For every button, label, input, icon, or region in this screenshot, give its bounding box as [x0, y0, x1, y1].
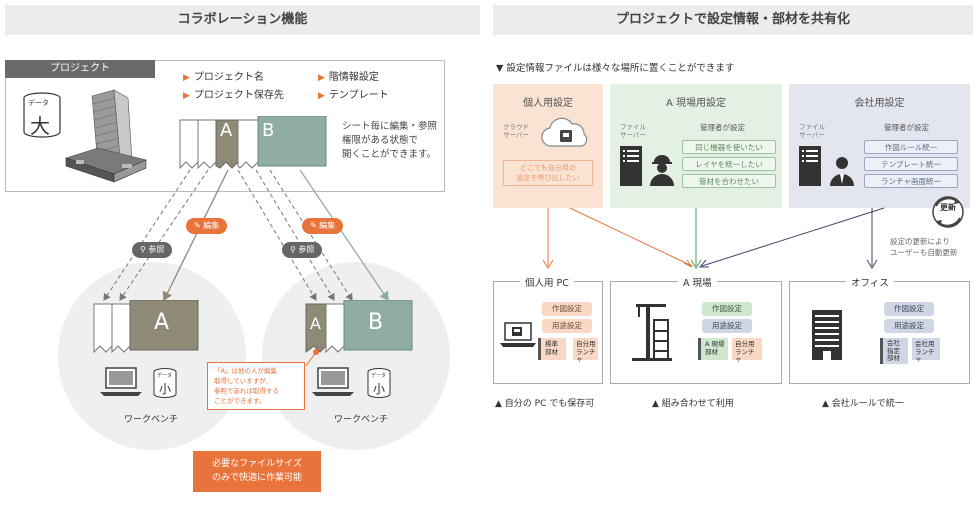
edit-badge-right: ✎ 編集 [302, 218, 344, 234]
left-panel-header: コラボレーション機能 [5, 5, 480, 35]
workbench-a-label: A [154, 310, 170, 335]
workbench-label-left: ワークベンチ [124, 415, 179, 425]
data-small-tag-left: データ [157, 373, 173, 379]
personal-note: どこでも自分用の 設定を呼び出したい [503, 160, 593, 186]
right-panel-header: プロジェクトで設定情報・部材を共有化 [493, 5, 973, 35]
distribution-arrows [542, 207, 885, 269]
personal-settings-title: 個人用設定 [523, 98, 573, 109]
workbench-label-right: ワークベンチ [334, 415, 389, 425]
workbench-circle-left [58, 262, 246, 450]
company-admin-label: 管理者が設定 [884, 123, 929, 132]
genba-tag-parts: A 現場 部材 [698, 338, 728, 360]
note-box: 「A」は他の人が編集 取得していますが、 参照であれば取得する ことができます。 [207, 362, 305, 410]
company-file-server-label: ファイル サーバー [799, 123, 825, 139]
building-model-illustration [65, 89, 147, 183]
data-small-char-right: 小 [373, 382, 386, 396]
feature-floor-settings: ▶階情報設定 [318, 72, 379, 83]
ref-badge-left: ⚲ 参照 [132, 242, 173, 258]
sheet-stack [179, 116, 327, 170]
office-pill-drawing: 作図設定 [884, 302, 934, 316]
office-tag-parts: 会社 指定 部材 [880, 338, 908, 364]
office-pill-usage: 用途設定 [884, 319, 934, 333]
note-pointer [305, 349, 319, 367]
feature-template: ▶テンプレート [318, 90, 389, 101]
pc-caption: ▲ 自分の PC でも保存可 [495, 399, 595, 409]
collab-arrows [103, 169, 389, 302]
site-file-server-label: ファイル サーバー [620, 123, 646, 139]
sheet-description: シート毎に編集・参照 権限がある状態で 開くことができます。 [342, 121, 438, 160]
data-small-icon-right [367, 368, 391, 398]
site-admin-label: 管理者が設定 [700, 123, 745, 132]
sheet-b-label: B [262, 120, 275, 141]
office-caption: ▲ 会社ルールで統一 [822, 399, 904, 409]
server-icon-site [620, 146, 642, 186]
pc-pill-drawing: 作図設定 [542, 302, 592, 316]
office-tag-launcher: 会社用 ランチャ [912, 338, 940, 363]
office-building-icon [812, 310, 842, 360]
site-chip-pipes: 管材を合わせたい [682, 174, 776, 188]
update-note: 設定の更新により ユーザーも自動更新 [890, 237, 958, 257]
data-small-char-left: 小 [159, 382, 172, 396]
workbench-b-sheets [305, 300, 413, 354]
genba-pill-usage: 用途設定 [702, 319, 752, 333]
feature-project-name: ▶プロジェクト名 [183, 72, 264, 83]
pc-box-title: 個人用 PC [520, 275, 574, 289]
data-large-icon [23, 92, 61, 138]
company-settings-title: 会社用設定 [854, 98, 905, 109]
data-large-char: 大 [30, 114, 50, 138]
company-admin-person-icon [830, 157, 854, 186]
update-icon-char: 更新 [940, 203, 956, 212]
pc-tag-standard: 標準 部材 [538, 338, 566, 360]
project-label: プロジェクト [5, 60, 155, 78]
genba-tag-launcher: 自分用 ランチャ [732, 338, 762, 363]
genba-pill-drawing: 作図設定 [702, 302, 752, 316]
genba-caption: ▲ 組み合わせて利用 [652, 399, 734, 409]
data-small-tag-right: データ [371, 373, 387, 379]
data-small-icon-left [153, 368, 177, 398]
ref-badge-right: ⚲ 参照 [282, 242, 323, 258]
workbench-circle-right [262, 262, 450, 450]
data-large-tag: データ [28, 99, 49, 107]
laptop-icon-left [100, 367, 142, 396]
update-icon [932, 196, 964, 228]
edit-badge-left: ✎ 編集 [186, 218, 228, 234]
sheet-a-label: A [220, 120, 233, 141]
pc-tag-launcher: 自分用 ランチャ [570, 338, 598, 363]
feature-project-location: ▶プロジェクト保存先 [183, 90, 284, 101]
site-settings-title: A 現場用設定 [665, 98, 727, 109]
right-subtitle: ▼ 設定情報ファイルは様々な場所に置くことができます [496, 63, 735, 74]
laptop-icon-right [312, 367, 354, 396]
construction-crane-icon [632, 304, 672, 361]
workbench-b-label: B [368, 310, 384, 335]
cloud-icon [541, 117, 588, 147]
pc-laptop-icon [500, 322, 536, 347]
company-chip-drawing-rules: 作図ルール統一 [864, 140, 958, 154]
workbench-a-sheets [93, 300, 199, 354]
cloud-server-label: クラウド サーバー [503, 123, 529, 139]
site-admin-person-icon [650, 155, 674, 186]
server-icon-company [799, 146, 821, 186]
pc-pill-usage: 用途設定 [542, 319, 592, 333]
site-chip-layer: レイヤを統一したい [682, 157, 776, 171]
genba-box-title: A 現場 [678, 275, 717, 289]
workbench-b-a-label: A [310, 314, 321, 333]
site-chip-equipment: 同じ機器を使いたい [682, 140, 776, 154]
office-box-title: オフィス [846, 275, 894, 289]
company-chip-launcher: ランチャ画面統一 [864, 174, 958, 188]
company-chip-template: テンプレート統一 [864, 157, 958, 171]
file-size-callout: 必要なファイルサイズ のみで快適に作業可能 [193, 451, 321, 492]
